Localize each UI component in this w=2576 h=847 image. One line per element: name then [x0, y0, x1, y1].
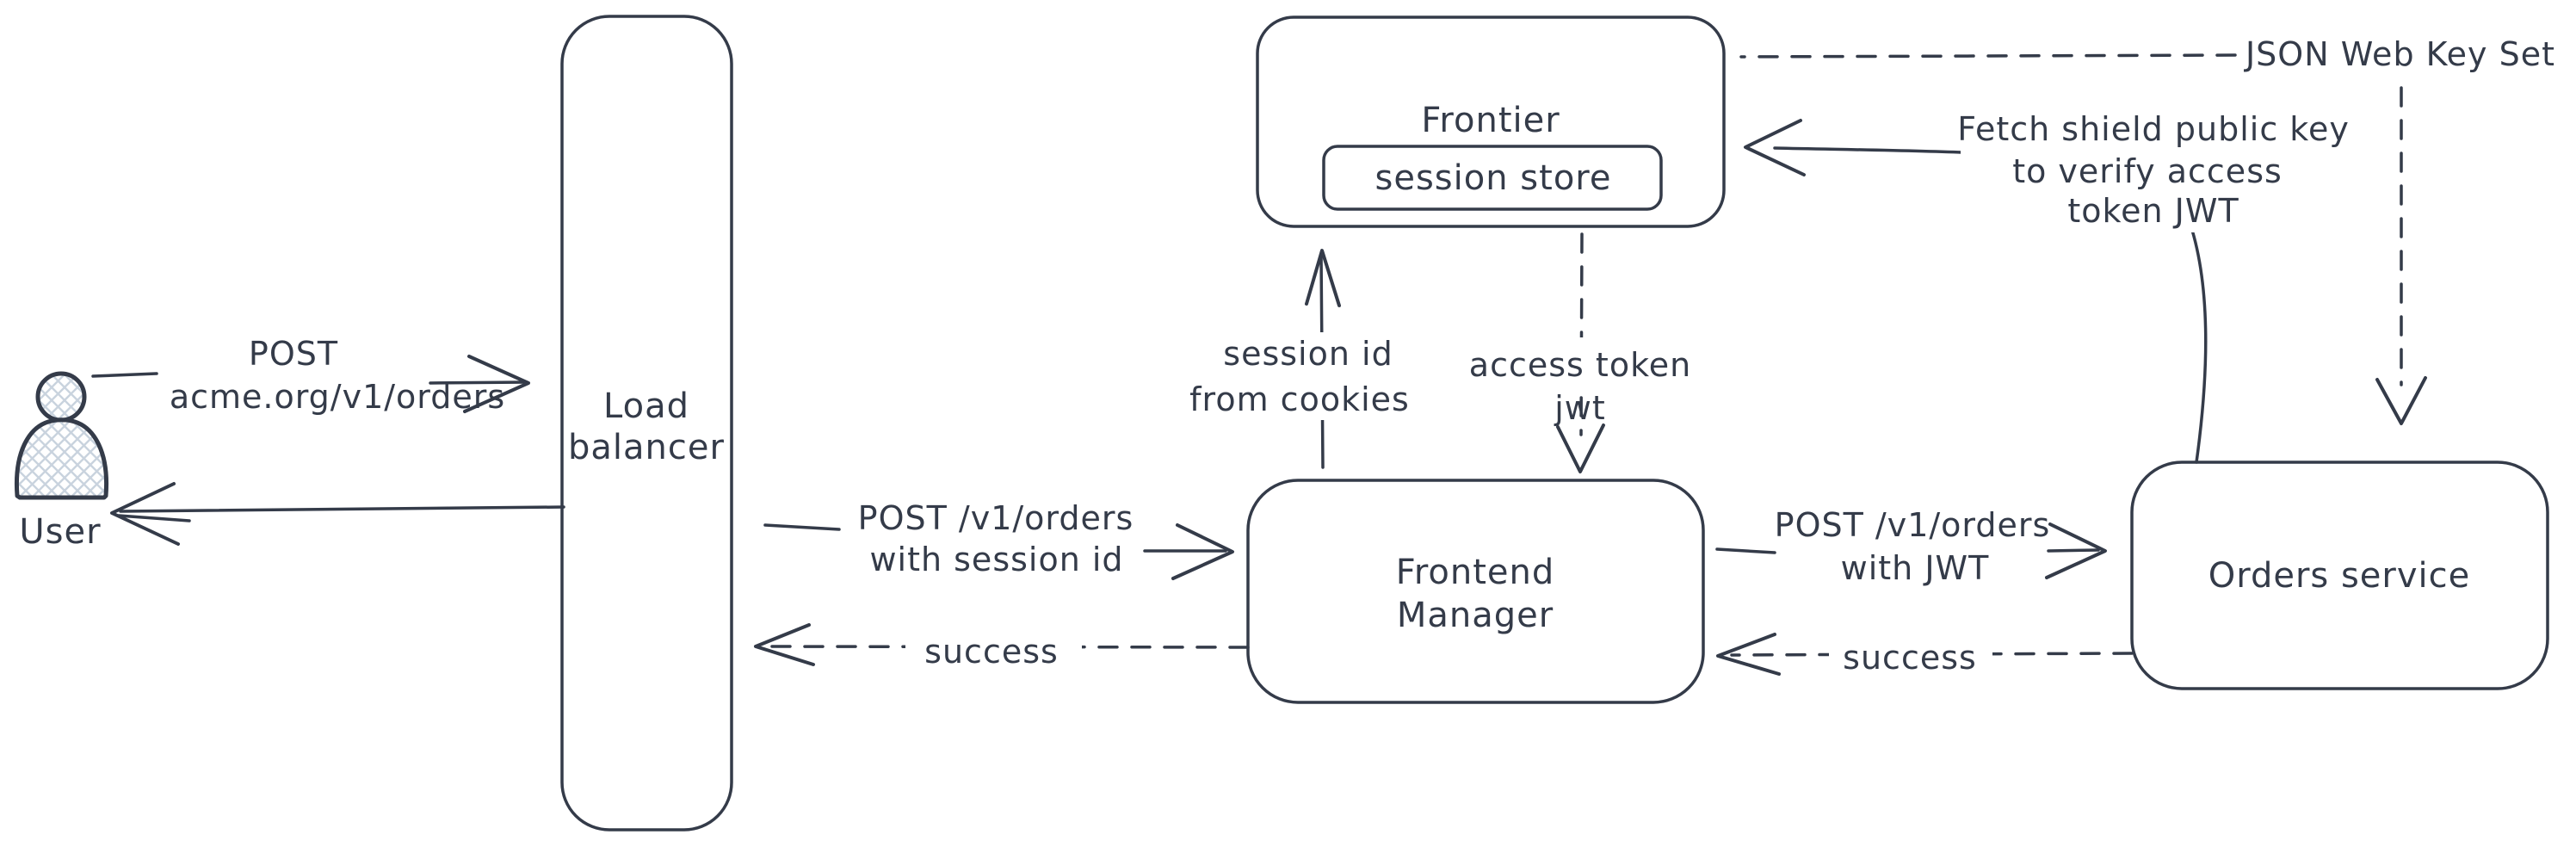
edge-frontier-to-frontend-manager[interactable]: access token jwt	[1461, 232, 1699, 473]
frontend-manager-label-line1: Frontend	[1396, 553, 1555, 592]
arrow-segment	[1715, 547, 1776, 554]
edge-frontend-manager-to-orders-service[interactable]: POST /v1/orders with JWT	[1715, 506, 2107, 587]
edge-label-line1: Fetch shield public key	[1957, 110, 2350, 148]
edge-load-balancer-to-frontend-manager[interactable]: POST /v1/orders with session id	[763, 499, 1234, 580]
frontend-manager-box	[1246, 479, 1705, 704]
edge-label-line1: POST /v1/orders	[858, 499, 1134, 537]
arrow-line	[119, 505, 565, 513]
arrow-segment	[91, 372, 158, 378]
arrow-segment	[429, 380, 528, 385]
frontend-manager-label-line2: Manager	[1397, 596, 1554, 635]
label-mask	[905, 627, 1082, 668]
edge-label-line1: session id	[1223, 335, 1393, 373]
label-mask	[1961, 103, 2353, 232]
edge-label-line3: token JWT	[2067, 192, 2239, 230]
arrowhead-down	[2375, 376, 2427, 425]
load-balancer-label-line2: balancer	[568, 428, 725, 467]
edge-label-line2: jwt	[1554, 389, 1606, 427]
user-head	[35, 371, 87, 423]
node-user[interactable]: User	[14, 371, 109, 552]
jwks-label: JSON Web Key Set	[2244, 35, 2555, 73]
edge-label-line2: to verify access	[2012, 152, 2283, 190]
orders-service-box	[2130, 461, 2549, 690]
session-store-label: session store	[1375, 158, 1612, 198]
edge-label-line1: POST /v1/orders	[1775, 506, 2051, 544]
session-store-box	[1322, 145, 1663, 211]
node-frontier[interactable]: Frontier session store	[1256, 15, 1726, 228]
dashed-line	[1739, 53, 2237, 59]
label-mask	[1202, 332, 1417, 420]
edge-label-line2: acme.org/v1/orders	[170, 378, 505, 416]
node-load-balancer[interactable]: Load balancer	[560, 15, 733, 832]
user-icon	[14, 371, 109, 500]
arrowhead-left	[754, 623, 815, 666]
edge-label-line1: access token	[1469, 346, 1691, 384]
orders-service-label: Orders service	[2208, 556, 2471, 596]
node-jwks-label[interactable]: JSON Web Key Set	[2244, 35, 2555, 73]
arrowhead-right	[463, 355, 530, 413]
node-frontend-manager[interactable]: Frontend Manager	[1246, 479, 1705, 704]
label-mask	[1461, 337, 1699, 391]
edge-frontend-manager-to-load-balancer-success[interactable]: success	[754, 623, 1250, 671]
edge-label: success	[924, 633, 1059, 671]
dashed-line	[1579, 232, 1584, 436]
node-orders-service[interactable]: Orders service	[2130, 461, 2549, 690]
arrowhead-down	[1556, 424, 1605, 473]
arrowhead-right	[2045, 522, 2107, 579]
arrowhead-tick	[117, 514, 191, 522]
edge-frontend-manager-to-frontier[interactable]: session id from cookies	[1189, 249, 1417, 469]
arrowhead-up	[1305, 249, 1341, 307]
arrowhead-left	[1716, 633, 1781, 676]
edge-load-balancer-to-user[interactable]	[110, 482, 565, 546]
arrowhead-left	[110, 482, 180, 546]
edge-orders-service-to-frontier[interactable]: Fetch shield public key to verify access…	[1744, 103, 2353, 464]
arrowhead-right	[1171, 523, 1234, 580]
load-balancer-box	[560, 15, 733, 832]
edge-jwks-to-orders-service[interactable]	[2375, 86, 2427, 425]
edge-label-line2: with session id	[869, 541, 1123, 578]
edge-jwks-to-frontier[interactable]	[1739, 53, 2237, 59]
edge-label-line1: POST	[249, 335, 338, 373]
load-balancer-label-line1: Load	[603, 386, 689, 426]
frontier-label: Frontier	[1421, 101, 1560, 140]
edge-user-to-load-balancer[interactable]: POST acme.org/v1/orders	[91, 335, 530, 416]
edge-label-line2: from cookies	[1189, 380, 1410, 418]
node-session-store[interactable]: session store	[1322, 145, 1663, 211]
edge-label: success	[1843, 639, 1977, 677]
arrow-segment	[763, 523, 841, 531]
label-mask	[1829, 634, 1992, 675]
edge-orders-service-to-frontend-manager-success[interactable]: success	[1716, 633, 2134, 677]
arrowhead-left	[1744, 119, 1806, 176]
user-label: User	[19, 512, 101, 552]
arrow-segment	[2047, 548, 2100, 553]
user-body	[14, 417, 109, 500]
edge-label-line2: with JWT	[1841, 549, 1990, 587]
